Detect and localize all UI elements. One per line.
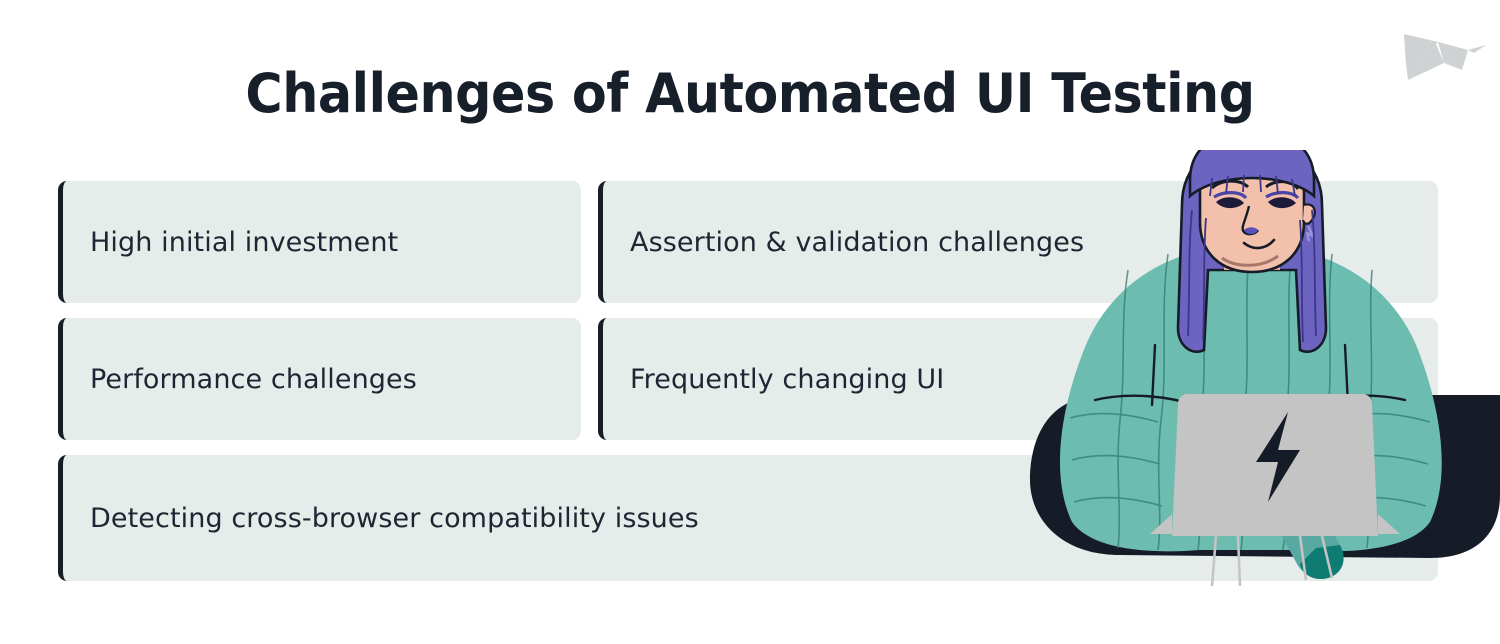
challenge-card-assertion-validation-challenges[interactable]: Assertion & validation challenges: [598, 181, 1438, 303]
challenge-label: Assertion & validation challenges: [630, 226, 1085, 258]
challenge-label: Frequently changing UI: [630, 363, 945, 395]
challenge-card-high-initial-investment[interactable]: High initial investment: [58, 181, 581, 303]
challenge-label: High initial investment: [90, 226, 399, 258]
challenge-card-cross-browser-compatibility[interactable]: Detecting cross-browser compatibility is…: [58, 455, 1438, 581]
challenge-label: Detecting cross-browser compatibility is…: [90, 502, 699, 534]
challenge-card-performance-challenges[interactable]: Performance challenges: [58, 318, 581, 440]
challenge-label: Performance challenges: [90, 363, 417, 395]
page-title: Challenges of Automated UI Testing: [245, 62, 1255, 125]
challenge-card-frequently-changing-ui[interactable]: Frequently changing UI: [598, 318, 1438, 440]
origami-bird-logo: [1404, 34, 1486, 80]
